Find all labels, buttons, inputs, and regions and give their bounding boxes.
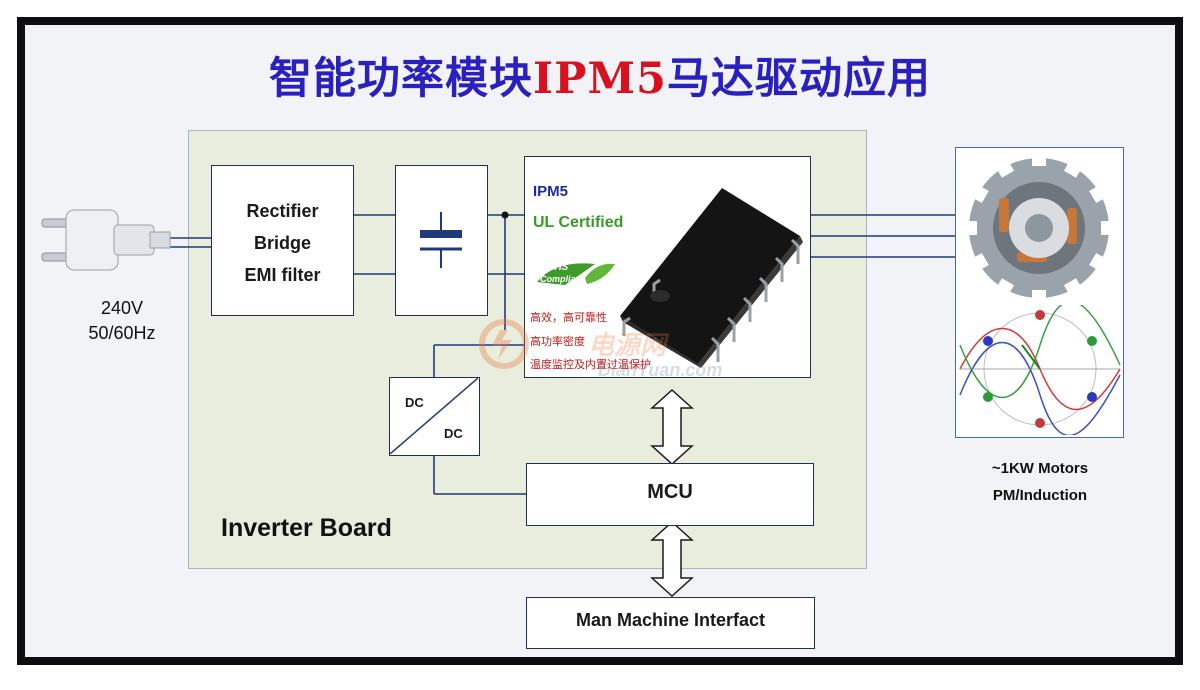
motor-power-label: ~1KW Motors bbox=[991, 460, 1089, 477]
ipm-feature-1: 高效，高可靠性 bbox=[530, 311, 607, 324]
motor-type-label: PM/Induction bbox=[992, 487, 1088, 504]
dcdc-divider bbox=[390, 378, 478, 454]
ipm-chip-icon bbox=[620, 188, 803, 368]
ipm-mcu-arrow-icon bbox=[650, 388, 694, 466]
mcu-label: MCU bbox=[647, 481, 693, 503]
dcdc-output-label: DC bbox=[444, 426, 463, 441]
mmi-label: Man Machine Interfact bbox=[575, 610, 766, 630]
dcdc-box bbox=[389, 377, 480, 456]
watermark-logo-icon bbox=[479, 319, 529, 369]
ipm-feature-3: 温度监控及内置过温保护 bbox=[530, 358, 651, 371]
title-highlight: IPM5 bbox=[533, 54, 667, 104]
rectifier-line3: EMI filter bbox=[244, 265, 321, 285]
mcu-mmi-arrow-icon bbox=[650, 520, 694, 598]
bus-junction-dot bbox=[501, 211, 509, 219]
power-plug-icon bbox=[41, 209, 171, 271]
watermark-subtext: DianYuan.com bbox=[598, 360, 723, 380]
rectifier-line1: Rectifier bbox=[246, 201, 319, 221]
rohs-badge bbox=[537, 263, 615, 285]
phase-diagram-icon bbox=[959, 305, 1121, 435]
mcu-box: MCU bbox=[526, 463, 814, 526]
ipm-name: IPM5 bbox=[533, 183, 569, 200]
rectifier-line2: Bridge bbox=[253, 233, 311, 253]
rectifier-box: Rectifier Bridge EMI filter bbox=[211, 165, 354, 316]
frequency-label: 50/60Hz bbox=[88, 323, 156, 343]
power-source-label: 240V 50/60Hz bbox=[66, 296, 178, 346]
capacitor-box bbox=[395, 165, 488, 316]
ipm-feature-2: 高功率密度 bbox=[530, 335, 585, 348]
watermark-text: 电源网 bbox=[588, 330, 667, 360]
rohs-label: RoHS bbox=[541, 262, 569, 273]
inverter-board-label: Inverter Board bbox=[221, 514, 392, 542]
rohs-compliant-label: Compliant bbox=[540, 274, 584, 284]
voltage-label: 240V bbox=[100, 298, 144, 318]
mmi-box: Man Machine Interfact bbox=[526, 597, 815, 649]
motor-caption: ~1KW Motors PM/Induction bbox=[955, 455, 1125, 509]
capacitor-icon bbox=[420, 212, 462, 268]
page-title: 智能功率模块IPM5马达驱动应用 bbox=[269, 54, 931, 104]
motor-stator-icon bbox=[961, 150, 1117, 305]
ipm-certification: UL Certified bbox=[533, 214, 624, 231]
dcdc-input-label: DC bbox=[405, 395, 424, 410]
